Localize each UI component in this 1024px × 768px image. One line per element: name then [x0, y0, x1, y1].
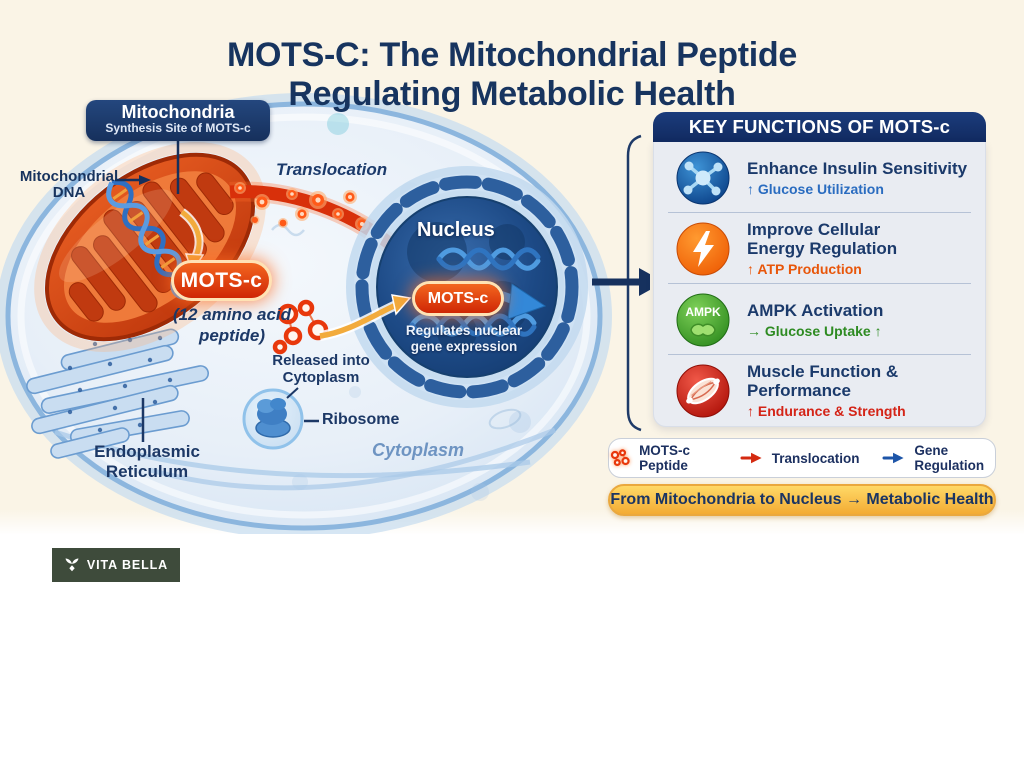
summary-banner: From Mitochondria to Nucleus → Metabolic…: [608, 484, 996, 516]
mitochondria-subtitle: Synthesis Site of MOTS-c: [105, 121, 251, 135]
legend-gene-label: Gene Regulation: [914, 443, 985, 473]
function-subtitle: ↑ Glucose Utilization: [747, 180, 884, 197]
endoplasmic-reticulum: [26, 328, 556, 491]
cytoplasm-label: Cytoplasm: [372, 440, 465, 460]
peptide-glow-dots: [234, 182, 369, 231]
function-row-insulin: Enhance Insulin Sensitivity ↑ Glucose Ut…: [654, 142, 985, 213]
key-functions-panel: KEY FUNCTIONS OF MOTS-c Enhance In: [653, 112, 986, 427]
gene-regulation-arrow: [498, 283, 547, 320]
vita-bella-emblem-icon: [65, 558, 79, 572]
mitodna-arrow: [115, 175, 151, 185]
nuclear-envelope: [355, 175, 579, 399]
amino-acid-note: (12 amino acid peptide): [172, 305, 292, 345]
vita-bella-logo: VITA BELLA: [52, 548, 180, 582]
mitochondria-title: Mitochondria: [121, 102, 235, 122]
function-row-ampk: AMPK AMPK Activation → Glucose Uptake ↑: [654, 284, 985, 355]
nucleus-label: Nucleus: [417, 219, 495, 241]
page-title: MOTS-C: The Mitochondrial Peptide Regula…: [0, 36, 1024, 115]
insulin-molecule-icon: [676, 151, 730, 204]
nuclear-dna-icon: [409, 247, 541, 337]
er-label: Endoplasmic Reticulum: [94, 442, 200, 481]
function-subtitle: → Glucose Uptake ↑: [747, 322, 882, 339]
mots-c-pill-mitochondria: MOTS-c: [174, 263, 269, 298]
mots-peptide-icon: [610, 449, 630, 467]
to-panel-arrow: [592, 268, 650, 296]
title-line2: Regulating Metabolic Health: [288, 75, 736, 114]
mitochondrial-dna-label: Mitochondrial DNA: [19, 168, 119, 201]
mitochondria-label-box: Mitochondria Synthesis Site of MOTS-c: [86, 100, 270, 141]
ampk-icon: AMPK: [676, 293, 730, 346]
gene-regulation-arrow-icon: [882, 452, 904, 464]
cell-diagram: [0, 93, 650, 534]
svg-text:AMPK: AMPK: [685, 305, 721, 319]
translocation-label: Translocation: [276, 160, 388, 179]
entry-arrow: [319, 294, 412, 341]
released-pointer-line: [286, 387, 299, 399]
title-line1: MOTS-C: The Mitochondrial Peptide: [227, 35, 797, 74]
lightning-icon: [676, 222, 730, 275]
function-subtitle: ↑ ATP Production: [747, 261, 862, 277]
released-peptide-dots: [272, 299, 329, 355]
translocation-arrow-icon: [740, 452, 762, 464]
muscle-icon: [676, 364, 730, 417]
mots-c-pill-nucleus: MOTS-c: [415, 284, 501, 313]
legend-translocation-label: Translocation: [771, 450, 860, 466]
function-subtitle: ↑ Endurance & Strength: [747, 403, 906, 419]
logo-text: VITA BELLA: [86, 558, 169, 572]
ribosome: [242, 388, 304, 450]
legend-bar: MOTS-c Peptide Translocation Gene Regula…: [608, 438, 996, 478]
ribosome-label: Ribosome: [322, 411, 400, 428]
nucleus-note: Regulates nuclear gene expression: [405, 323, 523, 354]
legend-peptide-label: MOTS-c Peptide: [639, 443, 691, 473]
panel-body: Enhance Insulin Sensitivity ↑ Glucose Ut…: [653, 142, 986, 427]
panel-header: KEY FUNCTIONS OF MOTS-c: [653, 112, 986, 142]
function-row-muscle: Muscle Function &Performance ↑ Endurance…: [654, 355, 985, 426]
released-label: Released into Cytoplasm: [272, 352, 370, 386]
